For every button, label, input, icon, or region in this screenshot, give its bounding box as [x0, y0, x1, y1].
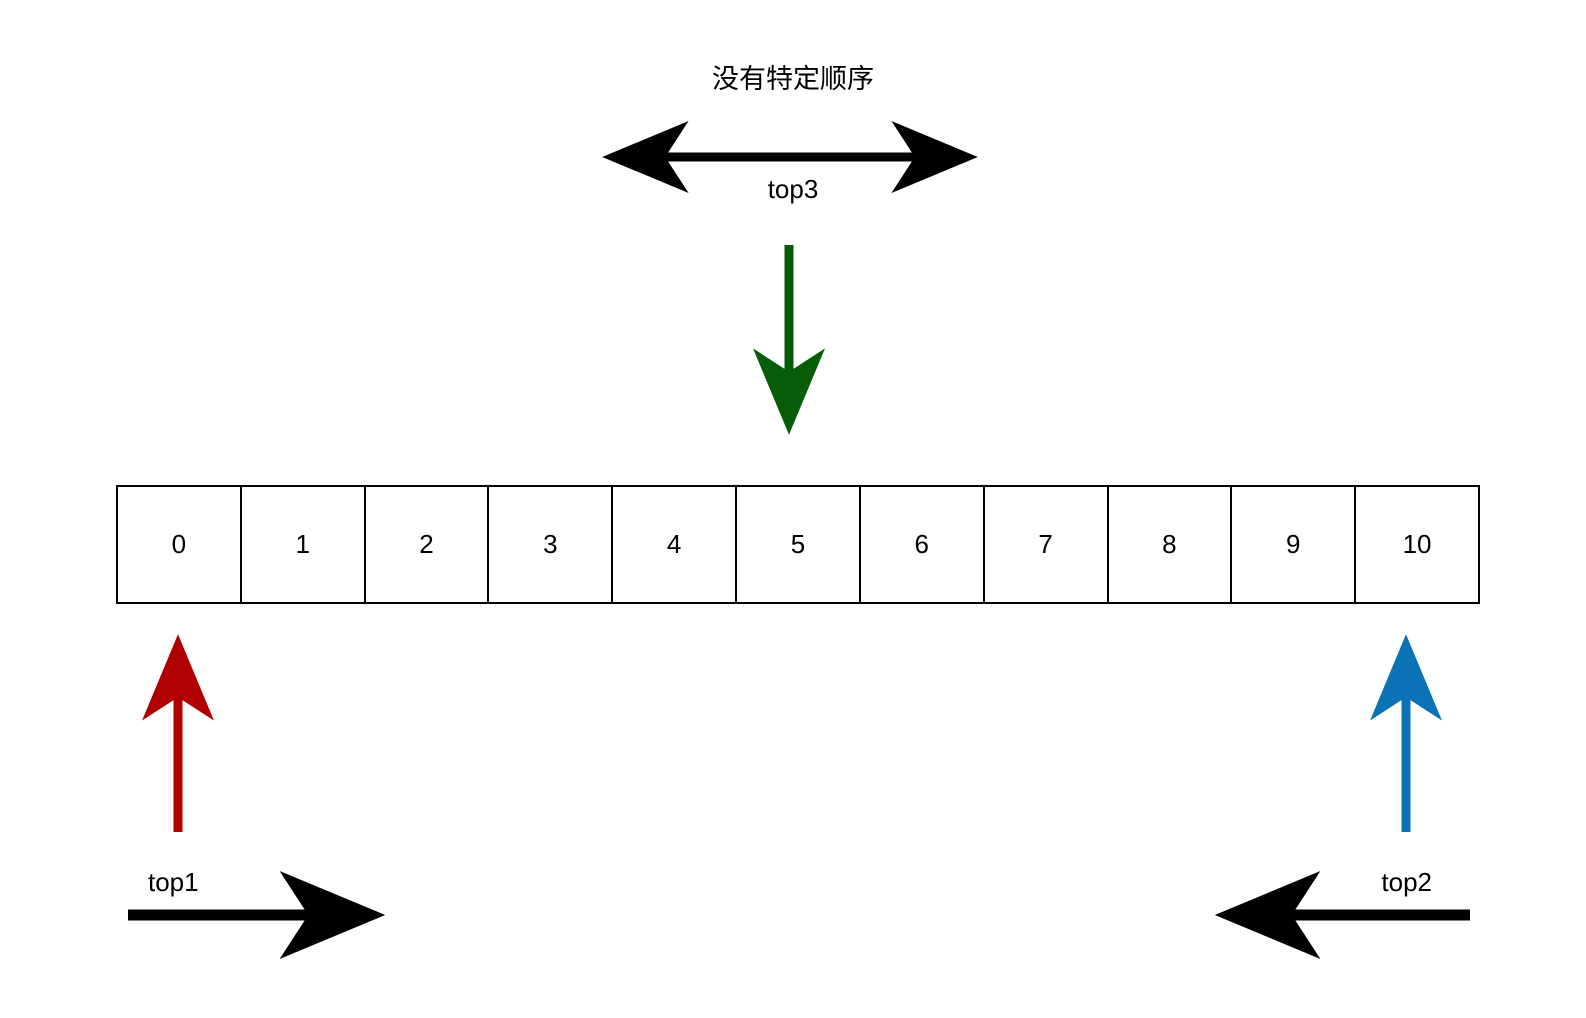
top2-label: top2 [1381, 867, 1432, 897]
array-cell[interactable]: 9 [1232, 487, 1357, 602]
array-cell[interactable]: 5 [737, 487, 861, 602]
array-cell[interactable]: 10 [1356, 487, 1478, 602]
array-cell[interactable]: 3 [489, 487, 614, 602]
array-cell[interactable]: 2 [365, 487, 490, 602]
array-cell[interactable]: 6 [860, 487, 985, 602]
top3-label: top3 [767, 174, 819, 204]
array-cell[interactable]: 4 [613, 487, 738, 602]
array-cell[interactable]: 8 [1108, 487, 1233, 602]
array-cell[interactable]: 1 [241, 487, 366, 602]
array-container: 0 1 2 3 4 5 6 7 8 9 10 [116, 485, 1480, 604]
array-cell[interactable]: 7 [984, 487, 1109, 602]
diagram-title: 没有特定顺序 [712, 64, 874, 94]
top1-label: top1 [148, 867, 199, 897]
array-cell[interactable]: 0 [118, 487, 242, 602]
